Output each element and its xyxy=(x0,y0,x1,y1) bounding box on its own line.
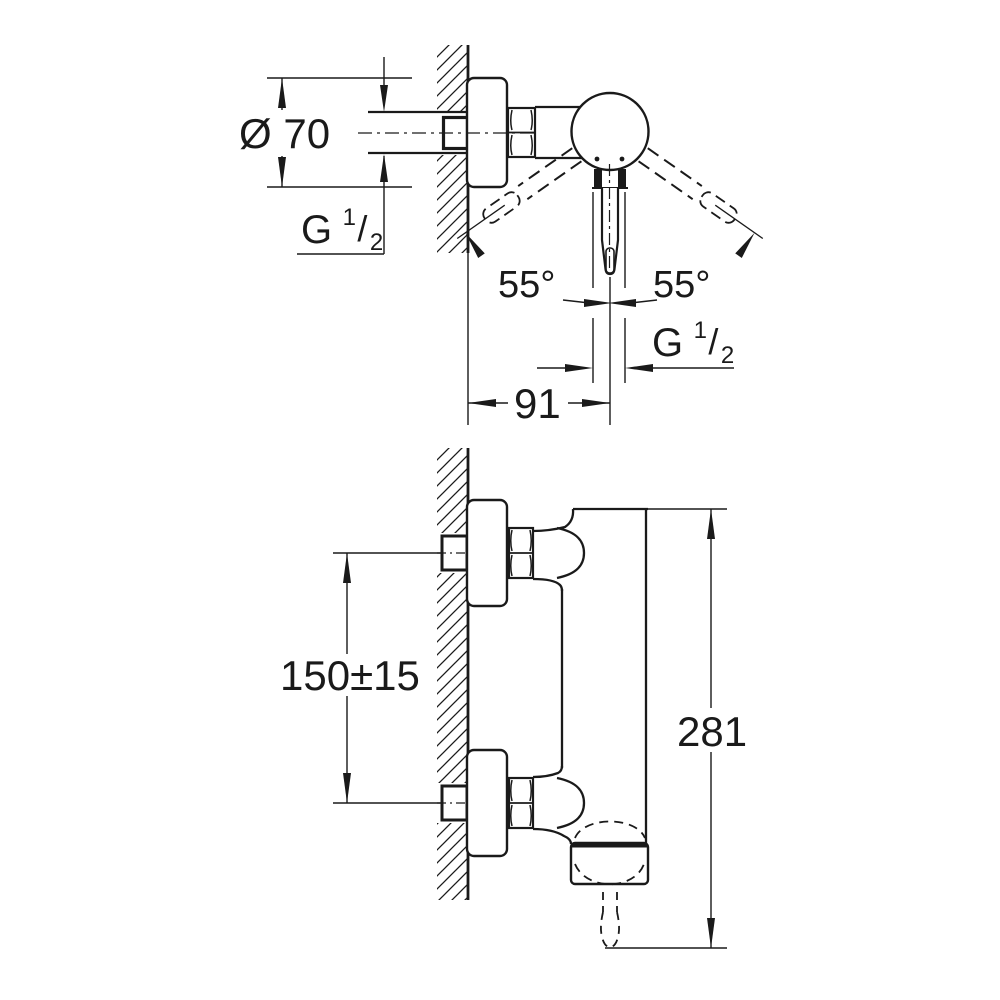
swing-left-label: 55° xyxy=(498,264,555,306)
valve-connector xyxy=(535,105,586,160)
dim-swing-angle: 55° 55° xyxy=(498,264,710,307)
dim-inlet-spacing: 150±15 xyxy=(276,553,422,803)
outlet-extension-lines xyxy=(592,192,626,425)
dim-outlet-thread: G 1 / 2 xyxy=(537,317,734,372)
front-view: 150±15 281 xyxy=(276,448,752,949)
outlet-thread-label: G 1 / 2 xyxy=(652,317,734,369)
dim-inlet-thread: G 1 / 2 xyxy=(297,57,388,256)
pivot-dot-right xyxy=(619,156,625,162)
valve-body-sphere xyxy=(570,91,650,172)
mixer-body-front xyxy=(532,507,727,845)
hose-nipple-dashed xyxy=(600,892,620,948)
dim-overall-height: 281 xyxy=(672,509,752,948)
wall-hatch-bottom xyxy=(437,448,470,900)
swivel-arc-upper xyxy=(574,820,646,839)
swivel-arc-lower xyxy=(574,863,645,885)
side-view: 55° 55° Ø 70 xyxy=(236,45,764,427)
lever-handle xyxy=(592,164,628,276)
union-nut-front-top xyxy=(507,526,535,580)
escutcheon-front-bottom xyxy=(465,748,509,858)
overall-height-label: 281 xyxy=(677,708,747,755)
union-nut-front-bottom xyxy=(507,776,535,830)
escutcheon-diameter-label: Ø 70 xyxy=(239,110,330,157)
lever-swing-ghost-right xyxy=(638,147,764,258)
wall-to-center-label: 91 xyxy=(514,380,561,427)
shower-outlet xyxy=(569,820,650,886)
inlet-spacing-label: 150±15 xyxy=(280,652,420,699)
dim-wall-to-center: 91 xyxy=(468,380,610,427)
dim-escutcheon-diameter: Ø 70 xyxy=(236,77,412,188)
inlet-thread-label: G 1 / 2 xyxy=(301,204,383,256)
escutcheon-front-top xyxy=(465,498,509,608)
pivot-dot-left xyxy=(594,156,600,162)
swing-right-label: 55° xyxy=(653,264,710,306)
